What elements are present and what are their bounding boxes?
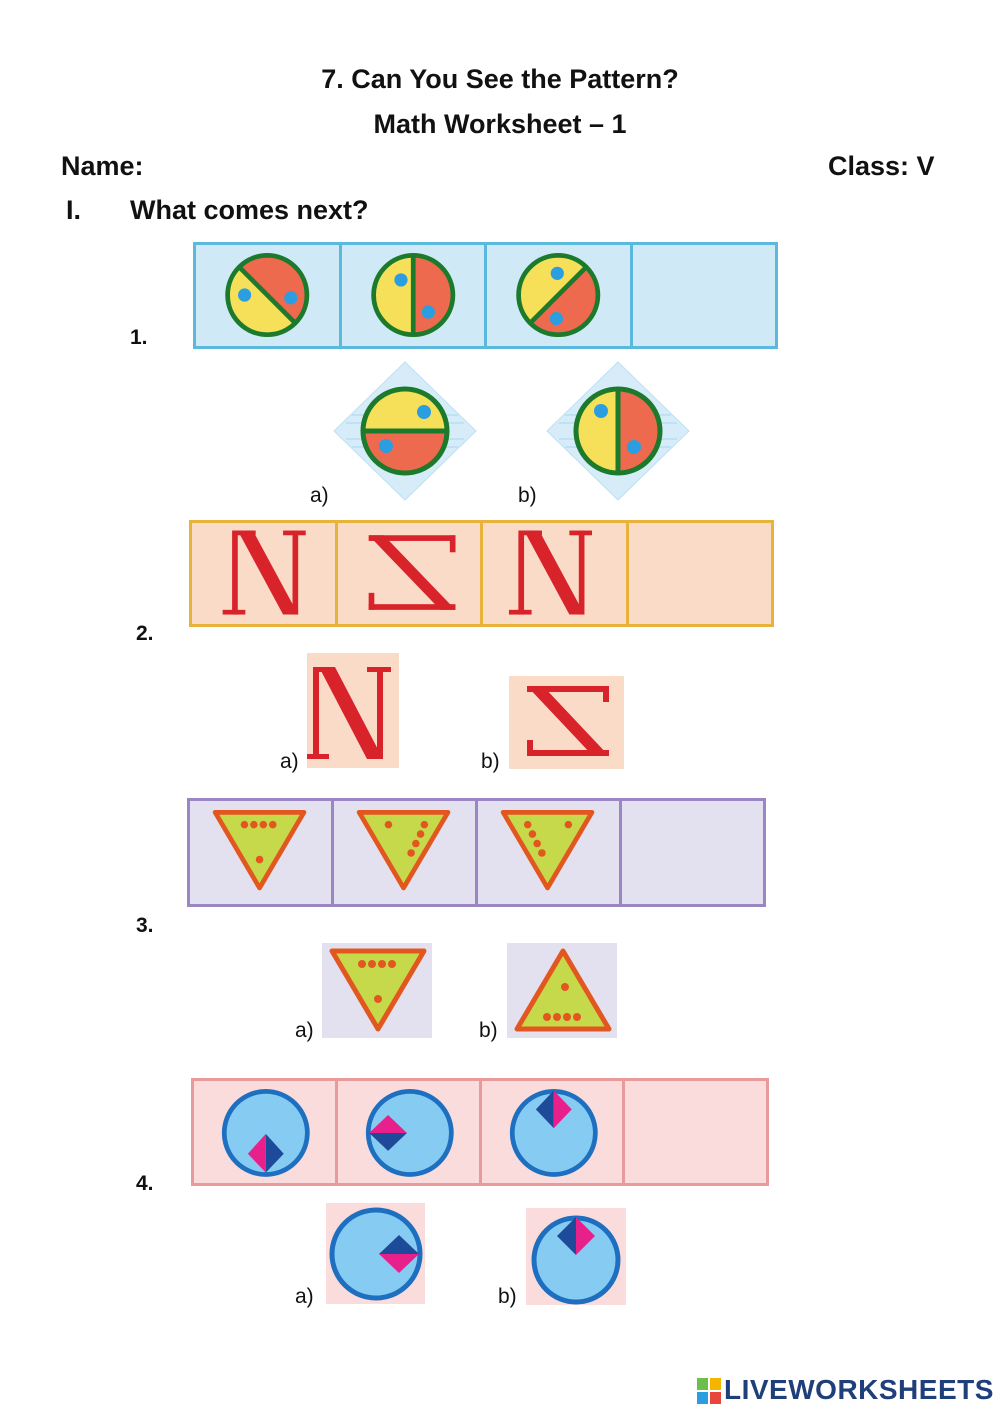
- q2-cell-2: [338, 523, 483, 624]
- q3-answer-cell[interactable]: [622, 801, 763, 904]
- question-number-1: 1.: [130, 326, 148, 349]
- q4-cell-2: [338, 1081, 482, 1183]
- worksheet-subtitle: Math Worksheet – 1: [373, 109, 627, 139]
- circle-marker-icon: [365, 1089, 454, 1177]
- letter-z-icon: [527, 686, 609, 756]
- q2-option-a-label: a): [280, 750, 299, 773]
- q3-cell-1: [190, 801, 334, 904]
- letter-n-icon: [307, 667, 391, 759]
- q3-cell-3: [478, 801, 622, 904]
- q2-cell-3: [483, 523, 629, 624]
- q4-pattern-strip: [191, 1078, 769, 1186]
- name-label: Name:: [61, 151, 144, 181]
- split-circle-icon: [516, 253, 601, 338]
- q4-option-a[interactable]: [326, 1203, 425, 1304]
- q1-pattern-strip: [193, 242, 778, 349]
- q2-cell-1: [192, 523, 338, 624]
- letter-z-icon: [368, 535, 456, 610]
- q3-cell-2: [334, 801, 478, 904]
- triangle-icon: [212, 809, 307, 891]
- triangle-icon: [514, 948, 612, 1032]
- class-label: Class: V: [828, 151, 935, 181]
- q3-option-b-label: b): [479, 1019, 498, 1042]
- split-circle-icon: [225, 253, 310, 338]
- q1-option-a-label: a): [310, 484, 329, 507]
- q1-cell-1: [196, 245, 342, 346]
- q2-option-a[interactable]: [307, 653, 399, 768]
- split-circle-icon: [546, 361, 690, 501]
- q3-option-b[interactable]: [507, 943, 617, 1038]
- q3-option-a-label: a): [295, 1019, 314, 1042]
- split-circle-icon: [333, 361, 477, 501]
- question-number-2: 2.: [136, 622, 154, 645]
- circle-marker-icon: [221, 1089, 310, 1177]
- circle-marker-icon: [509, 1089, 598, 1177]
- q3-pattern-strip: [187, 798, 766, 907]
- question-number-4: 4.: [136, 1172, 154, 1195]
- section-numeral: I.: [66, 195, 82, 225]
- q1-option-b-label: b): [518, 484, 537, 507]
- q1-option-b[interactable]: [545, 360, 691, 502]
- triangle-icon: [329, 948, 427, 1032]
- q4-option-b-label: b): [498, 1285, 517, 1308]
- triangle-icon: [356, 809, 451, 891]
- q2-answer-cell[interactable]: [629, 523, 772, 624]
- q1-cell-2: [342, 245, 487, 346]
- liveworksheets-logo-icon: [697, 1378, 721, 1404]
- liveworksheets-brand: LIVEWORKSHEETS: [724, 1374, 994, 1405]
- q1-cell-3: [487, 245, 633, 346]
- split-circle-icon: [370, 253, 455, 338]
- circle-marker-icon: [531, 1215, 621, 1305]
- letter-n-icon: [222, 530, 306, 615]
- question-number-3: 3.: [136, 914, 154, 937]
- q4-answer-cell[interactable]: [625, 1081, 766, 1183]
- worksheet-title: 7. Can You See the Pattern?: [321, 64, 679, 94]
- circle-marker-icon: [329, 1207, 423, 1301]
- triangle-icon: [500, 809, 595, 891]
- q2-option-b-label: b): [481, 750, 500, 773]
- q4-cell-3: [482, 1081, 626, 1183]
- section-heading: What comes next?: [130, 195, 369, 225]
- q2-pattern-strip: [189, 520, 774, 627]
- q1-answer-cell[interactable]: [633, 245, 776, 346]
- q4-option-a-label: a): [295, 1285, 314, 1308]
- letter-n-icon: [508, 530, 593, 615]
- q4-option-b[interactable]: [526, 1208, 626, 1305]
- q3-option-a[interactable]: [322, 943, 432, 1038]
- q1-option-a[interactable]: [332, 360, 478, 502]
- q2-option-b[interactable]: [509, 676, 624, 769]
- q4-cell-1: [194, 1081, 338, 1183]
